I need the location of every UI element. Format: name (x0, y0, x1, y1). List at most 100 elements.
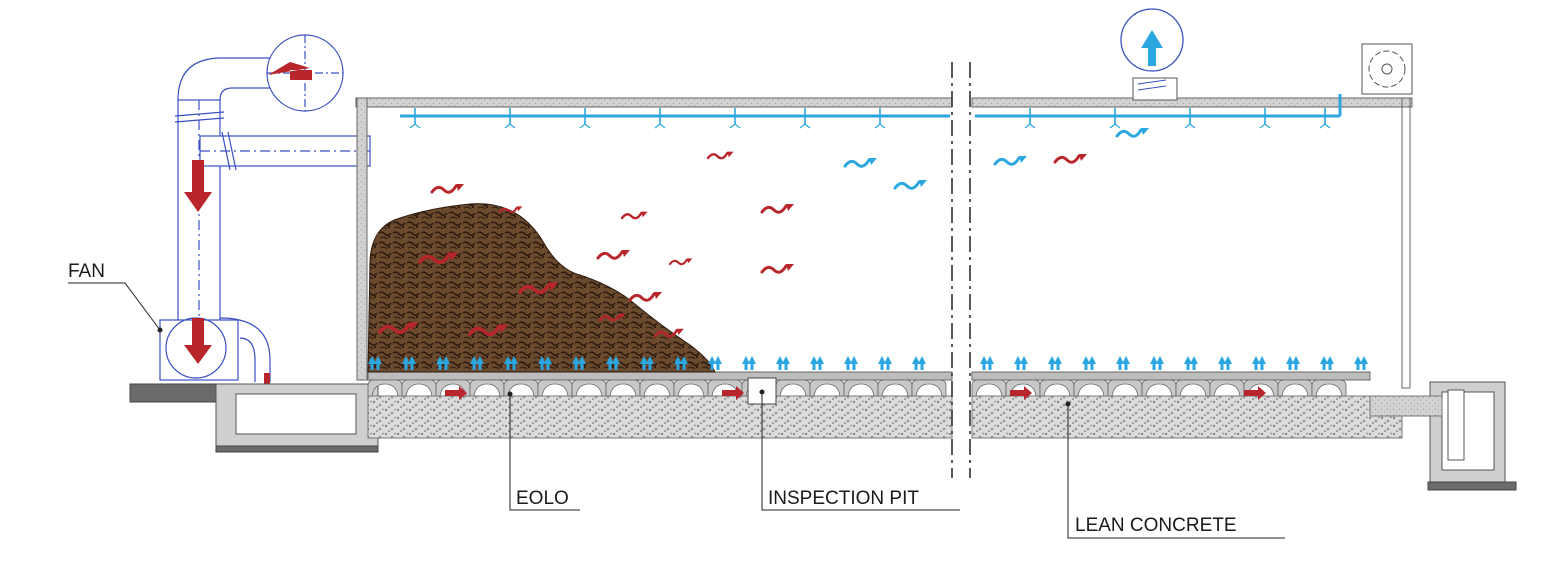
up-air-arrow (878, 356, 886, 370)
up-air-arrow (1054, 356, 1062, 370)
up-air-arrow (1048, 356, 1056, 370)
up-air-arrow (708, 356, 716, 370)
up-air-arrow (748, 356, 756, 370)
up-air-arrow (810, 356, 818, 370)
up-air-arrow (442, 356, 450, 370)
up-air-arrow (680, 356, 688, 370)
up-air-arrow (1286, 356, 1294, 370)
up-air-arrow (1326, 356, 1334, 370)
up-air-arrow (1088, 356, 1096, 370)
up-air-arrow (742, 356, 750, 370)
hot-air-arrow (1053, 154, 1081, 164)
up-air-arrow (1224, 356, 1232, 370)
fan-housing (159, 317, 271, 382)
eolo-channel (401, 379, 437, 397)
floor-air-arrows (445, 386, 1266, 400)
fan-ductwork (159, 34, 371, 407)
up-air-arrow (816, 356, 824, 370)
up-air-arrow (470, 356, 478, 370)
up-air-arrow (504, 356, 512, 370)
label-inspection-pit: INSPECTION PIT (768, 488, 919, 509)
hot-air-arrow (498, 206, 518, 214)
up-air-arrow (1354, 356, 1362, 370)
tunnel-building (129, 97, 1517, 491)
up-air-arrow (1190, 356, 1198, 370)
up-air-arrow (572, 356, 580, 370)
hot-air-arrow (893, 180, 921, 190)
label-eolo: EOLO (516, 488, 569, 509)
up-air-arrow (1156, 356, 1164, 370)
hot-air-arrow (706, 152, 729, 160)
up-air-arrow (510, 356, 518, 370)
hot-air-arrow (620, 212, 643, 220)
label-fan: FAN (68, 261, 105, 282)
hot-air-arrow (668, 258, 688, 266)
hot-air-arrow (418, 253, 451, 265)
up-air-arrow (368, 356, 376, 370)
label-lean-concrete-group: LEAN CONCRETE (1065, 401, 1285, 539)
hot-air-arrow (760, 264, 788, 274)
eolo-channel (1107, 379, 1143, 397)
up-air-arrow (986, 356, 994, 370)
floor-air-arrow (1010, 386, 1032, 400)
up-air-arrow (578, 356, 586, 370)
up-air-arrow (714, 356, 722, 370)
up-air-arrow (646, 356, 654, 370)
hot-air-arrow (628, 292, 656, 302)
up-air-arrow (1292, 356, 1300, 370)
up-air-arrow (782, 356, 790, 370)
up-air-arrow (1320, 356, 1328, 370)
up-air-arrow (538, 356, 546, 370)
eolo-channel (775, 379, 811, 397)
up-air-arrow (606, 356, 614, 370)
up-air-arrow (1258, 356, 1266, 370)
eolo-channels (367, 371, 1371, 397)
eolo-channel (639, 379, 675, 397)
irrigation-line (400, 94, 1342, 129)
eolo-channel (877, 379, 913, 397)
hot-air-arrow (653, 329, 678, 338)
eolo-channel (1141, 379, 1177, 397)
up-air-arrow (776, 356, 784, 370)
hot-air-arrows (378, 128, 1149, 338)
up-air-arrow (850, 356, 858, 370)
eolo-channel (1039, 379, 1075, 397)
floor-air-arrow (722, 386, 744, 400)
up-air-arrow (374, 356, 382, 370)
up-air-arrow (1014, 356, 1022, 370)
hot-air-arrow (430, 184, 458, 194)
eolo-channel (469, 379, 505, 397)
up-air-arrow (1116, 356, 1124, 370)
compost-pile (367, 203, 716, 373)
eolo-channel (673, 379, 709, 397)
up-air-arrow (1252, 356, 1260, 370)
up-air-arrow (1218, 356, 1226, 370)
up-air-arrow (1360, 356, 1368, 370)
hot-air-arrow (1115, 128, 1143, 138)
hot-air-arrow (760, 204, 788, 214)
up-air-arrow (980, 356, 988, 370)
label-eolo-group: EOLO (507, 391, 580, 511)
label-fan-group: FAN (68, 261, 163, 333)
up-air-arrow (912, 356, 920, 370)
up-air-arrow (674, 356, 682, 370)
up-air-arrow (1020, 356, 1028, 370)
label-inspection-pit-group: INSPECTION PIT (759, 389, 960, 511)
eolo-channel (1175, 379, 1211, 397)
floor-air-arrow (445, 386, 467, 400)
eolo-channel (1209, 379, 1245, 397)
vent-fan-icon (1361, 43, 1413, 95)
up-air-arrow (402, 356, 410, 370)
up-air-arrow (1082, 356, 1090, 370)
eolo-channel (537, 379, 573, 397)
exhaust-fan-icon (1120, 8, 1184, 101)
up-air-arrow (476, 356, 484, 370)
hot-air-arrow (993, 156, 1021, 166)
up-air-arrow (918, 356, 926, 370)
eolo-channel (971, 379, 1007, 397)
up-air-arrow (408, 356, 416, 370)
hot-air-arrow (598, 314, 621, 322)
up-air-arrow (640, 356, 648, 370)
up-air-arrow (612, 356, 620, 370)
